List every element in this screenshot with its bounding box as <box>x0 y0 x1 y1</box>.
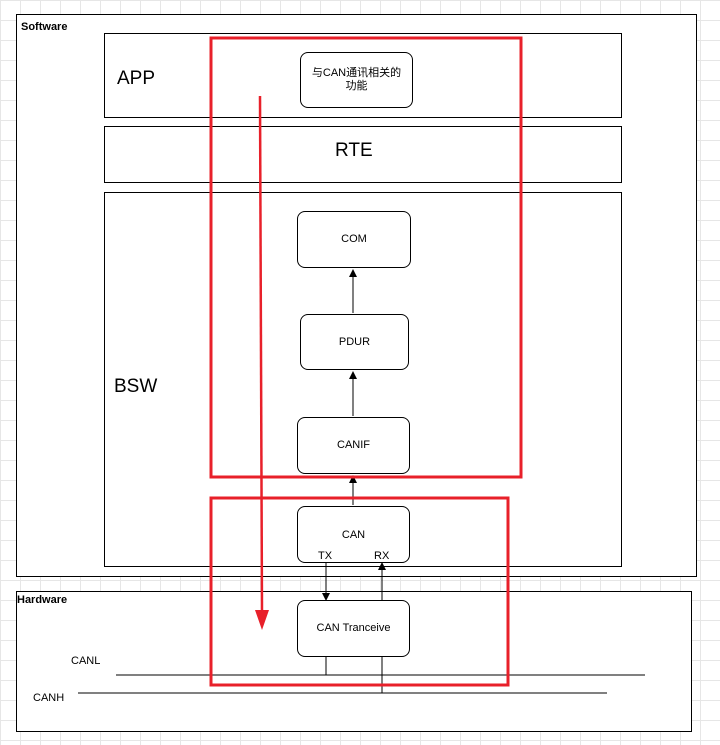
can-module[interactable]: CAN <box>297 506 410 563</box>
flow-down-red-arrow <box>258 95 264 613</box>
canh-label: CANH <box>33 692 65 704</box>
can-transceiver-module[interactable]: CAN Tranceive <box>297 600 410 657</box>
app-can-function-module[interactable]: 与CAN通讯相关的功能 <box>300 52 413 108</box>
com-module[interactable]: COM <box>297 211 411 268</box>
can-module-label: CAN <box>341 529 366 541</box>
bsw-layer-label: BSW <box>114 376 158 397</box>
app-layer-label: APP <box>117 68 156 89</box>
canif-module[interactable]: CANIF <box>297 417 410 474</box>
rte-layer <box>104 126 622 183</box>
tx-label: TX <box>318 550 333 562</box>
canl-label: CANL <box>71 655 101 667</box>
rx-label: RX <box>374 550 390 562</box>
upper-highlight-box <box>209 36 523 479</box>
flow-down-red-arrowhead <box>255 610 269 630</box>
rte-layer-label: RTE <box>335 140 373 161</box>
lower-highlight-box <box>209 496 510 687</box>
software-title: Software <box>21 21 68 33</box>
pdur-module[interactable]: PDUR <box>300 314 409 370</box>
hardware-title: Hardware <box>17 594 68 606</box>
